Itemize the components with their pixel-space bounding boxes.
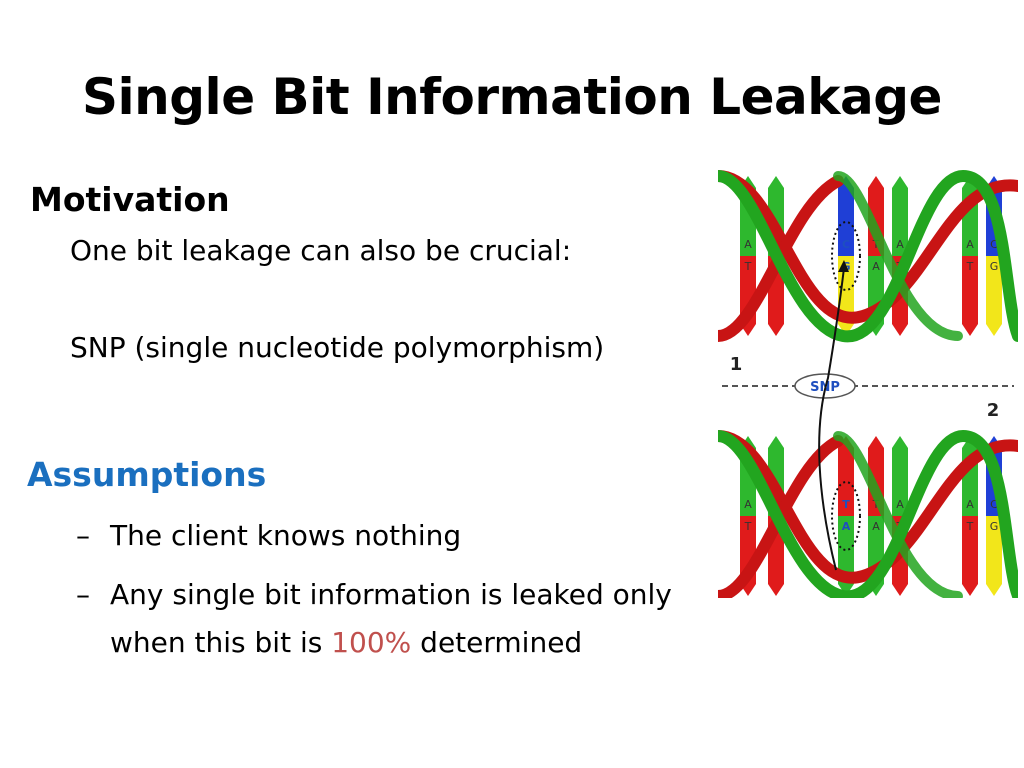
snp-arrow [818, 260, 849, 571]
base-pair-arrow [892, 324, 908, 336]
base-letter: G [990, 520, 999, 533]
motivation-line-2: SNP (single nucleotide polymorphism) [70, 331, 605, 364]
base-letter: C [842, 238, 850, 251]
base-letter: T [744, 260, 752, 273]
base-letter: C [990, 498, 998, 511]
base-pair-arrow [868, 436, 884, 448]
base-letter: A [872, 520, 880, 533]
base-letter: T [966, 260, 974, 273]
helix-backbone-red [718, 430, 1018, 584]
base-pair-bar-bottom [986, 256, 1002, 324]
snp-divider: SNP 1 2 [722, 354, 1014, 421]
base-pair-arrow [838, 584, 854, 596]
base-letter: T [872, 238, 880, 251]
base-pair-arrow [892, 584, 908, 596]
base-pair-bar-top [892, 448, 908, 516]
base-pair-arrow [768, 584, 784, 596]
base-pair-bar-top [838, 448, 854, 516]
base-letter: T [744, 520, 752, 533]
base-letter: G [990, 260, 999, 273]
helix-backbone-green [833, 431, 963, 598]
motivation-heading: Motivation [30, 180, 230, 219]
base-pair-bar-top [892, 188, 908, 256]
slide-title: Single Bit Information Leakage [82, 68, 942, 126]
base-pair-arrow [986, 584, 1002, 596]
bullet-dash: – [76, 519, 90, 552]
dna-helix-1: ATATCGTAATATCG [718, 169, 1018, 343]
motivation-line-1: One bit leakage can also be crucial: [70, 234, 572, 267]
snp-highlight-circle [831, 221, 861, 291]
base-pair-arrow [868, 176, 884, 188]
highlight-percentage: 100% [331, 626, 412, 659]
base-pair-bar-bottom [986, 516, 1002, 584]
base-pair-bar-bottom [962, 516, 978, 584]
base-letter: A [842, 520, 851, 533]
base-letter: A [966, 498, 974, 511]
snp-highlight-circle [831, 481, 861, 551]
assumption-bullet-2: – Any single bit information is leaked o… [76, 571, 686, 667]
base-letter: A [896, 498, 904, 511]
base-letter: A [744, 498, 752, 511]
helix-backbone-green [718, 169, 1018, 343]
helix-backbone-red [718, 170, 1018, 324]
base-pair-arrow [986, 324, 1002, 336]
base-pair-arrow [768, 324, 784, 336]
base-pair-bar-top [838, 188, 854, 256]
assumption-bullet-1: – The client knows nothing [76, 512, 461, 560]
base-letter: C [990, 238, 998, 251]
base-pair-arrow [962, 584, 978, 596]
base-pair-arrow [892, 176, 908, 188]
base-letter: A [896, 238, 904, 251]
base-letter: A [744, 238, 752, 251]
base-pair-arrow [838, 324, 854, 336]
base-letter: A [966, 238, 974, 251]
bullet-text-part: determined [411, 626, 583, 659]
bullet-text-part: Any single bit information is leaked onl… [110, 578, 672, 659]
base-pair-arrow [768, 176, 784, 188]
base-pair-bar-bottom [962, 256, 978, 324]
base-pair-arrow [962, 324, 978, 336]
base-letter: T [872, 498, 880, 511]
strand-2-label: 2 [987, 400, 1000, 421]
helix-backbone-green [833, 171, 963, 341]
base-letter: T [842, 498, 850, 511]
base-letter: T [966, 520, 974, 533]
bullet-dash: – [76, 578, 90, 611]
base-letter: A [872, 260, 880, 273]
bullet-text: Any single bit information is leaked onl… [76, 571, 686, 667]
base-pair-bar-bottom [838, 256, 854, 324]
bullet-text: The client knows nothing [110, 519, 462, 552]
base-pair-arrow [768, 436, 784, 448]
base-pair-arrow [892, 436, 908, 448]
assumptions-heading: Assumptions [27, 455, 267, 494]
strand-1-label: 1 [730, 354, 743, 375]
base-pair-bar-bottom [838, 516, 854, 584]
helix-backbone-green [718, 429, 1018, 598]
helix-backbone-red [718, 175, 844, 342]
